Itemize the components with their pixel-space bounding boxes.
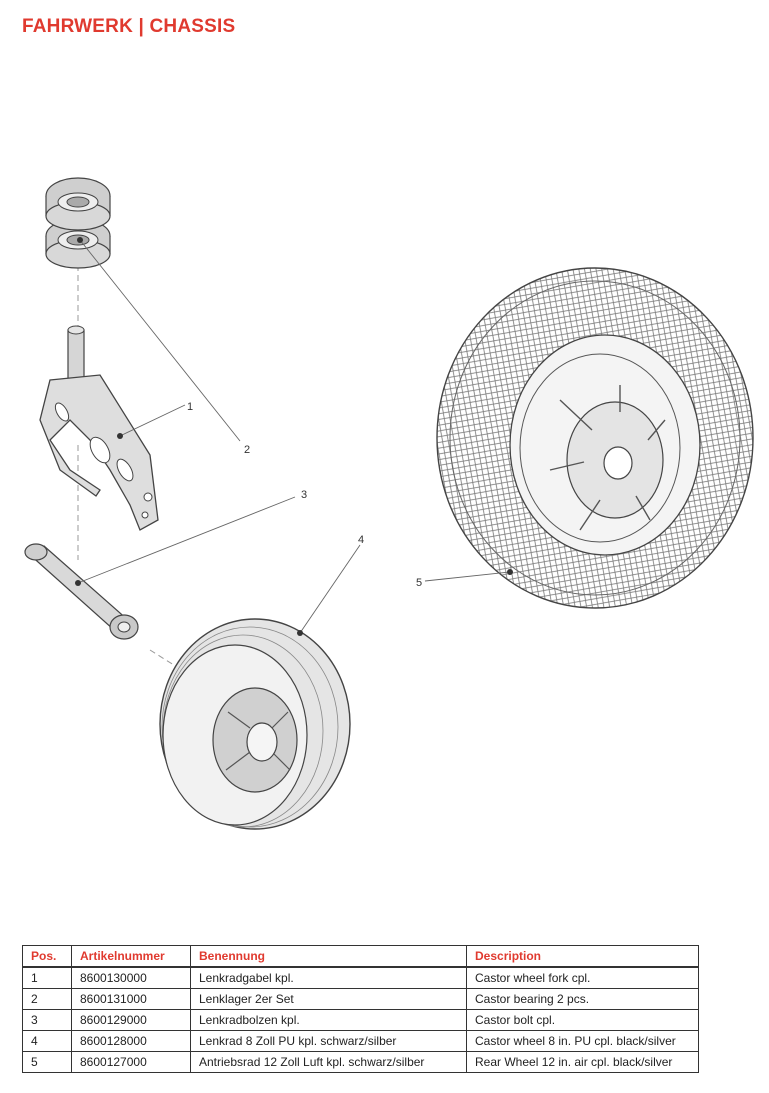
castor-bolt-part	[24, 543, 139, 640]
cell-benennung: Lenklager 2er Set	[190, 988, 467, 1010]
column-header-benennung: Benennung	[190, 945, 467, 968]
cell-pos: 5	[22, 1051, 72, 1073]
column-header-description: Description	[466, 945, 699, 968]
cell-artikelnummer: 8600128000	[71, 1030, 191, 1052]
cell-description: Castor wheel fork cpl.	[466, 966, 699, 989]
rear-wheel-part	[436, 267, 754, 609]
castor-wheel-part	[159, 618, 351, 830]
cell-pos: 3	[22, 1009, 72, 1031]
castor-fork-part	[39, 325, 159, 531]
table-row: 5 8600127000 Antriebsrad 12 Zoll Luft kp…	[22, 1051, 699, 1073]
callout-number-4: 4	[358, 534, 364, 546]
exploded-view-drawing: 1 2 3 4 5	[24, 177, 754, 830]
cell-artikelnummer: 8600131000	[71, 988, 191, 1010]
callout-number-3: 3	[301, 489, 307, 501]
table-row: 4 8600128000 Lenkrad 8 Zoll PU kpl. schw…	[22, 1030, 699, 1052]
cell-benennung: Lenkradbolzen kpl.	[190, 1009, 467, 1031]
cell-description: Rear Wheel 12 in. air cpl. black/silver	[466, 1051, 699, 1073]
cell-benennung: Lenkradgabel kpl.	[190, 966, 467, 989]
callout-dot-4	[297, 630, 303, 636]
cell-artikelnummer: 8600130000	[71, 966, 191, 989]
cell-benennung: Lenkrad 8 Zoll PU kpl. schwarz/silber	[190, 1030, 467, 1052]
cell-pos: 4	[22, 1030, 72, 1052]
callout-leaders	[77, 239, 511, 634]
cell-description: Castor wheel 8 in. PU cpl. black/silver	[466, 1030, 699, 1052]
table-row: 2 8600131000 Lenklager 2er Set Castor be…	[22, 988, 699, 1010]
callout-dot-3	[75, 580, 81, 586]
cell-artikelnummer: 8600127000	[71, 1051, 191, 1073]
callout-dot-2	[77, 237, 83, 243]
column-header-artikelnummer: Artikelnummer	[71, 945, 191, 968]
page-title: FAHRWERK | CHASSIS	[22, 16, 236, 37]
callout-number-1: 1	[187, 401, 193, 413]
callout-dot-5	[507, 569, 513, 575]
table-header-row: Pos. Artikelnummer Benennung Description	[22, 945, 699, 968]
cell-artikelnummer: 8600129000	[71, 1009, 191, 1031]
parts-table: Pos. Artikelnummer Benennung Description…	[22, 945, 699, 1073]
column-header-pos: Pos.	[22, 945, 72, 968]
cell-pos: 2	[22, 988, 72, 1010]
callout-number-5: 5	[416, 577, 422, 589]
callout-number-2: 2	[244, 444, 250, 456]
cell-benennung: Antriebsrad 12 Zoll Luft kpl. schwarz/si…	[190, 1051, 467, 1073]
table-row: 1 8600130000 Lenkradgabel kpl. Castor wh…	[22, 966, 699, 989]
cell-description: Castor bolt cpl.	[466, 1009, 699, 1031]
callout-dot-1	[117, 433, 123, 439]
table-row: 3 8600129000 Lenkradbolzen kpl. Castor b…	[22, 1009, 699, 1031]
cell-description: Castor bearing 2 pcs.	[466, 988, 699, 1010]
cell-pos: 1	[22, 966, 72, 989]
castor-bearing-part	[45, 177, 111, 269]
